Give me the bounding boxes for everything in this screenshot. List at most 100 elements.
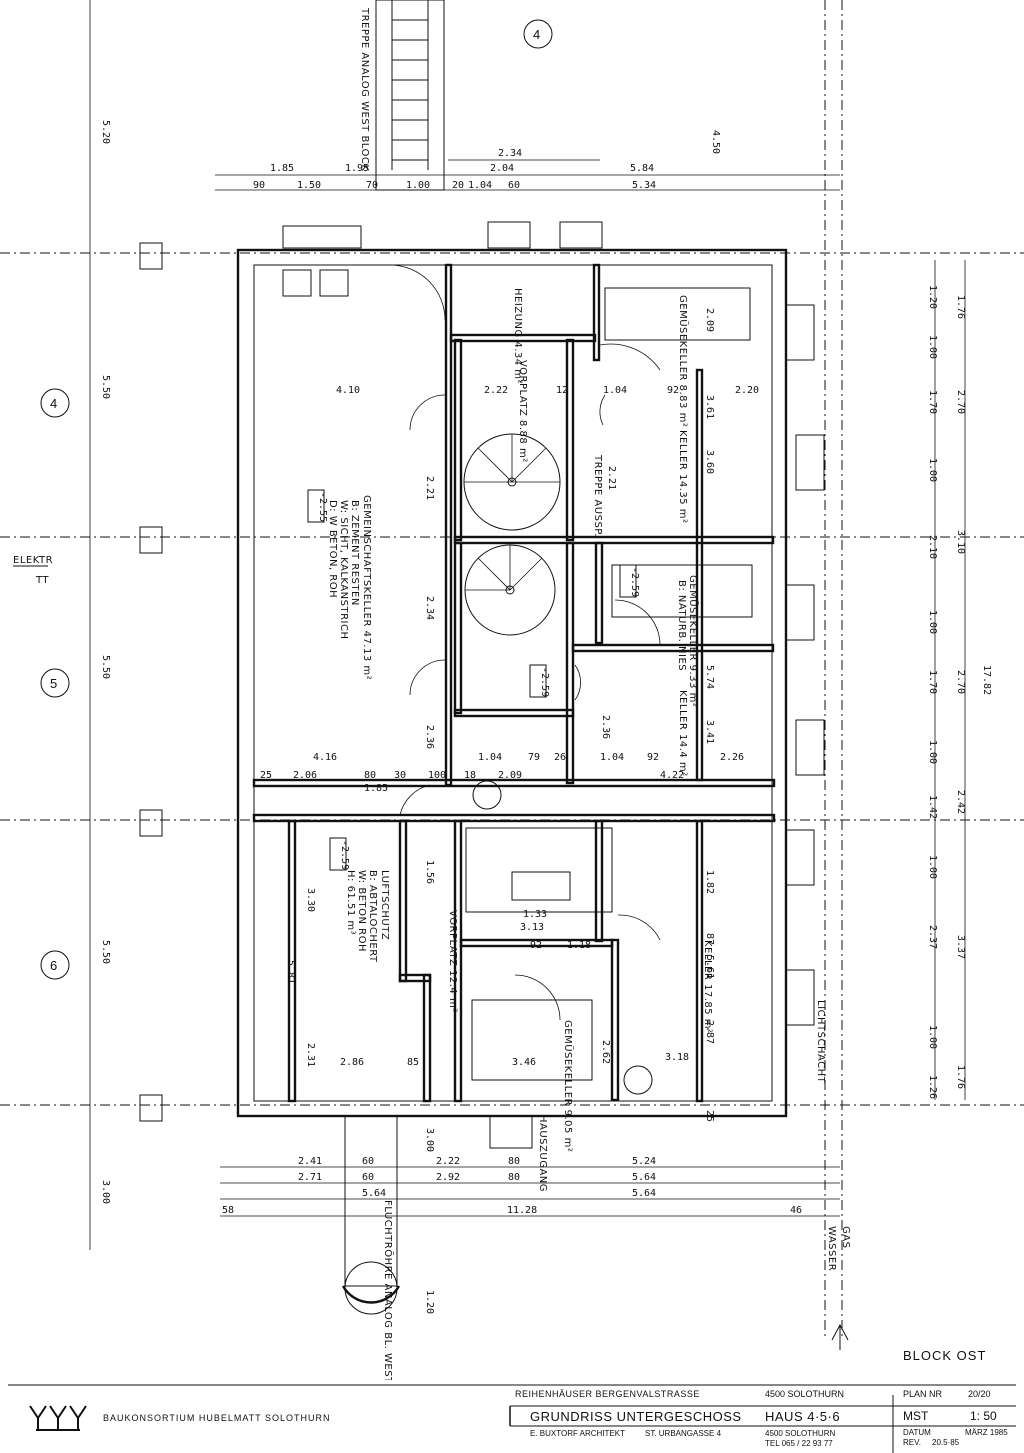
svg-text:5.34: 5.34 (632, 180, 656, 191)
svg-text:1.82: 1.82 (704, 870, 715, 894)
date-value: MÄRZ 1985 (965, 1428, 1008, 1437)
dims-right: 1.20 1.00 1.70 1.00 2.10 1.00 1.70 1.00 … (927, 285, 992, 1099)
svg-text:2.21: 2.21 (424, 476, 435, 500)
elevation-tags: -2.55 -2.59 -2.59 -2.59 (307, 489, 640, 871)
stair-top-treads (391, 0, 429, 170)
svg-text:5.24: 5.24 (632, 1156, 656, 1167)
svg-text:80: 80 (508, 1156, 520, 1167)
svg-text:1.00: 1.00 (927, 458, 938, 482)
bin-right (559, 221, 603, 249)
dims-top: 2.34 4.50 1.85 1.95 2.04 5.84 90 1.50 70… (215, 130, 840, 191)
svg-text:5.50: 5.50 (100, 375, 111, 399)
svg-text:5.61: 5.61 (704, 955, 715, 979)
svg-text:2.87: 2.87 (704, 1020, 715, 1044)
svg-text:2.31: 2.31 (305, 1043, 316, 1067)
svg-text:12: 12 (556, 385, 568, 396)
counter-low (471, 999, 593, 1081)
svg-text:2.86: 2.86 (340, 1057, 364, 1068)
stair-analog-label: TREPPE ANALOG WEST BLOCK (359, 7, 370, 171)
room-gemuesekeller-low: GEMÜSEKELLER 9.05 m² (562, 1020, 575, 1152)
svg-text:25: 25 (704, 1110, 715, 1122)
svg-text:2.70: 2.70 (955, 390, 966, 414)
svg-text:1.42: 1.42 (927, 795, 938, 819)
svg-text:58: 58 (222, 1205, 234, 1216)
svg-text:5.81: 5.81 (285, 960, 296, 984)
svg-text:3.41: 3.41 (704, 720, 715, 744)
svg-text:2.41: 2.41 (298, 1156, 322, 1167)
plan-nr-label: PLAN NR (903, 1389, 943, 1399)
room-note: D: W BETON, ROH (327, 500, 338, 598)
svg-text:2.34: 2.34 (498, 148, 522, 159)
svg-text:1.33: 1.33 (523, 909, 547, 920)
svg-text:5.84: 5.84 (630, 163, 654, 174)
svg-text:1.18: 1.18 (567, 940, 591, 951)
svg-text:60: 60 (362, 1156, 374, 1167)
svg-text:2.22: 2.22 (436, 1156, 460, 1167)
svg-text:3.00: 3.00 (100, 1180, 111, 1204)
svg-text:3.37: 3.37 (955, 935, 966, 959)
stair-aussp-label: TREPPE AUSSP. (592, 454, 603, 537)
room-lichtschacht: LICHTSCHACHT (815, 1000, 826, 1084)
svg-text:1.95: 1.95 (345, 163, 369, 174)
svg-text:2.70: 2.70 (955, 670, 966, 694)
svg-text:3.60: 3.60 (704, 450, 715, 474)
svg-text:1.00: 1.00 (927, 610, 938, 634)
svg-text:1.20: 1.20 (424, 1290, 435, 1314)
svg-text:1.70: 1.70 (927, 670, 938, 694)
escape-tube (344, 1115, 398, 1287)
svg-text:-2.59: -2.59 (539, 667, 550, 697)
svg-text:3.30: 3.30 (305, 888, 316, 912)
rev-label: REV. (903, 1438, 921, 1447)
svg-text:100: 100 (428, 770, 446, 781)
svg-text:5.74: 5.74 (704, 665, 715, 689)
svg-text:1.04: 1.04 (603, 385, 627, 396)
svg-text:20: 20 (452, 180, 464, 191)
svg-text:1.20: 1.20 (927, 285, 938, 309)
counter-mid (611, 564, 753, 618)
project-name: REIHENHÄUSER BERGENVALSTRASSE (515, 1389, 700, 1399)
svg-text:3.18: 3.18 (665, 1052, 689, 1063)
svg-text:3.00: 3.00 (424, 1128, 435, 1152)
svg-text:1.04: 1.04 (478, 752, 502, 763)
column-circle (472, 780, 502, 810)
svg-text:26: 26 (554, 752, 566, 763)
svg-text:1.50: 1.50 (297, 180, 321, 191)
svg-text:2.21: 2.21 (606, 466, 617, 490)
axis-label-4: 4 (50, 396, 57, 411)
light-shafts (785, 304, 825, 1026)
svg-text:3.13: 3.13 (520, 922, 544, 933)
room-note: W: BETON ROH (356, 870, 367, 952)
svg-text:2.26: 2.26 (720, 752, 744, 763)
room-keller-2: KELLER 14.4 m² (677, 690, 688, 777)
title-block-frame (8, 1384, 1016, 1453)
washer (282, 269, 312, 297)
svg-text:5.64: 5.64 (632, 1188, 656, 1199)
svg-text:2.09: 2.09 (498, 770, 522, 781)
interior-walls (252, 263, 776, 1103)
svg-text:1.56: 1.56 (424, 860, 435, 884)
consortium-logo (29, 1405, 87, 1431)
svg-text:1.85: 1.85 (364, 783, 388, 794)
plan-nr: 20/20 (968, 1389, 991, 1399)
svg-text:70: 70 (366, 180, 378, 191)
architect-address: ST. URBANGASSE 4 (645, 1429, 722, 1438)
svg-text:2.04: 2.04 (490, 163, 514, 174)
counter-top (604, 287, 751, 341)
label-tt: TT (35, 575, 49, 586)
svg-text:5.50: 5.50 (100, 655, 111, 679)
svg-text:30: 30 (394, 770, 406, 781)
column-low (623, 1065, 653, 1095)
bin-mid (487, 221, 531, 249)
entrance-label: HAUSZUGANG (537, 1115, 548, 1192)
scale-value: 1: 50 (970, 1409, 997, 1423)
rev-value: 20.5·85 (932, 1438, 960, 1447)
escape-hatch (341, 1285, 401, 1304)
svg-text:1.00: 1.00 (927, 740, 938, 764)
label-elektr: ELEKTR (13, 555, 53, 566)
axis-bubble-4 (40, 388, 70, 418)
spiral-treads (464, 434, 560, 591)
svg-text:2.36: 2.36 (600, 715, 611, 739)
svg-text:2.37: 2.37 (927, 925, 938, 949)
svg-text:2.06: 2.06 (293, 770, 317, 781)
svg-text:1.04: 1.04 (600, 752, 624, 763)
